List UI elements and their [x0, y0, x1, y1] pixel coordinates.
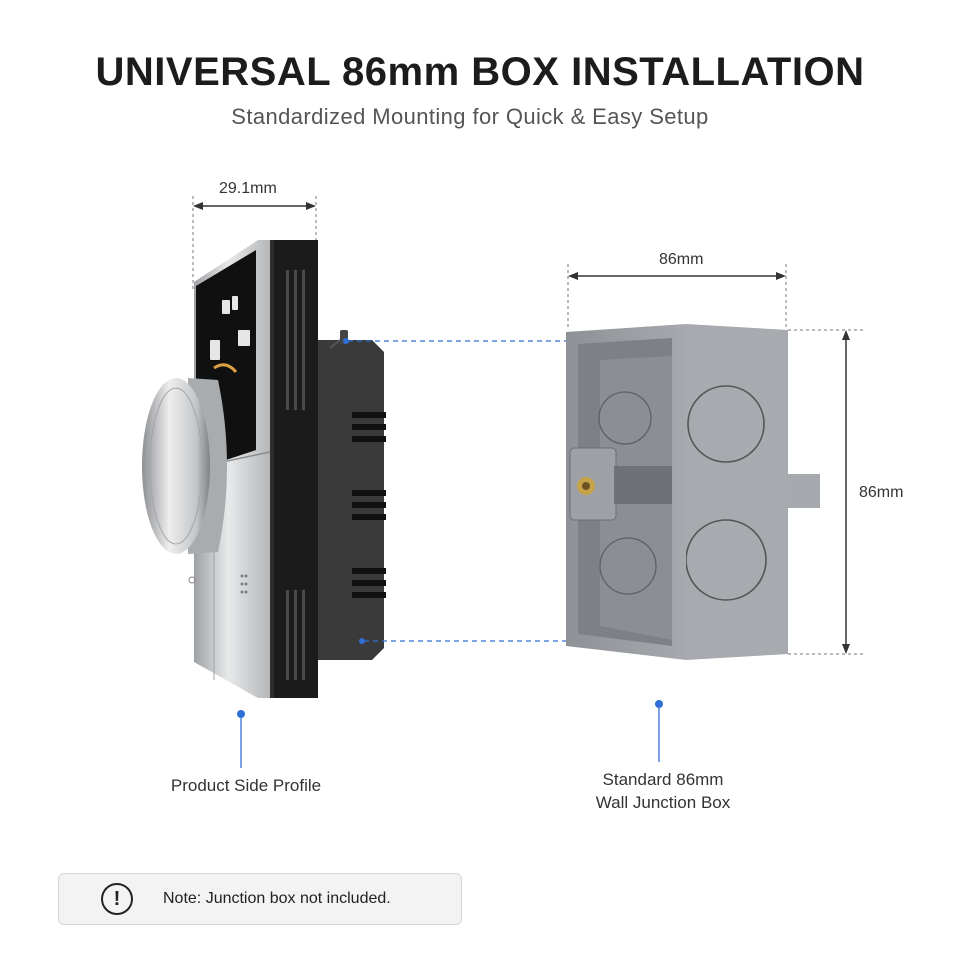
product-side-profile: [142, 240, 386, 698]
box-width-dimension: [567, 264, 787, 330]
page-title: UNIVERSAL 86mm BOX INSTALLATION: [95, 50, 865, 94]
depth-label: 29.1mm: [219, 180, 277, 197]
page-subtitle: Standardized Mounting for Quick & Easy S…: [231, 104, 709, 129]
info-icon: !: [101, 883, 133, 915]
box-height-dimension: [788, 329, 864, 655]
depth-dimension: [192, 196, 317, 290]
product-caption: Product Side Profile: [170, 776, 322, 795]
junction-box: [566, 324, 820, 660]
caption-pointers: [237, 700, 663, 768]
note-text: Note: Junction box not included.: [163, 890, 391, 907]
box-caption-line1: Standard 86mm: [602, 770, 724, 789]
box-width-label: 86mm: [659, 251, 704, 268]
box-caption-line2: Wall Junction Box: [595, 793, 731, 812]
box-height-label: 86mm: [859, 484, 904, 501]
alignment-guides: [343, 338, 566, 644]
note-box: ! Note: Junction box not included.: [58, 873, 462, 925]
box-caption: Standard 86mm Wall Junction Box: [563, 768, 763, 814]
